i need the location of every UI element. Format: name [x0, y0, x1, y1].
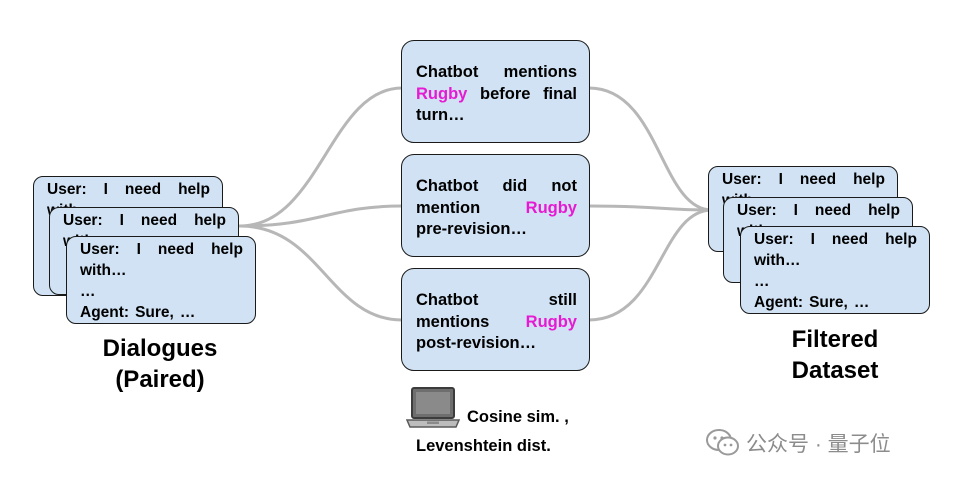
filter-line: mention Rugby — [416, 198, 577, 220]
word: I — [793, 202, 798, 219]
word: I — [103, 181, 108, 198]
word: Agent: — [80, 304, 130, 321]
word: Agent: — [754, 294, 804, 311]
word: help — [178, 181, 210, 198]
dataset-card-front: User: I need help with… … Agent: Sure, … — [740, 226, 930, 314]
keyword-highlight: Rugby — [525, 198, 577, 217]
word: … — [754, 273, 770, 290]
word: Sure, — [809, 294, 848, 311]
word: User: — [722, 171, 762, 188]
word: Chatbot — [416, 291, 479, 309]
card-line: User: I need help — [737, 200, 900, 221]
word: User: — [737, 202, 777, 219]
filtered-dataset-caption: Filtered Dataset — [735, 324, 935, 386]
word: … — [853, 294, 870, 311]
filter-line: Rugby before final — [416, 84, 577, 106]
word: with… — [80, 262, 127, 279]
filter-line: Chatbot mentions — [416, 62, 577, 84]
word: mention — [416, 198, 481, 217]
word: post-revision… — [416, 334, 537, 352]
metrics-line-1: Cosine sim. , — [467, 408, 569, 426]
card-line: User: I need help — [63, 210, 226, 231]
word: User: — [47, 181, 87, 198]
filter-box-post-revision: Chatbot still mentions Rugby post-revisi… — [401, 268, 590, 371]
word: User: — [754, 231, 794, 248]
word: … — [179, 304, 196, 321]
wechat-icon — [706, 429, 739, 456]
filter-line: Chatbot did not — [416, 176, 577, 198]
word: I — [778, 171, 783, 188]
word: need — [831, 231, 869, 248]
filter-line: mentions Rugby — [416, 312, 577, 334]
word: need — [124, 181, 162, 198]
word: help — [885, 231, 917, 248]
filter-box-before-final: Chatbot mentions Rugby before final turn… — [401, 40, 590, 143]
word: I — [119, 212, 124, 229]
keyword-highlight: Rugby — [525, 312, 577, 331]
word: help — [211, 241, 243, 258]
word: need — [799, 171, 837, 188]
word: need — [140, 212, 178, 229]
word: need — [157, 241, 195, 258]
card-line: with… — [80, 260, 243, 281]
watermark: 公众号 · 量子位 — [706, 428, 891, 458]
caption-line: Dataset — [791, 357, 879, 384]
caption-line: Filtered — [791, 326, 879, 353]
word: User: — [63, 212, 103, 229]
filter-box-pre-revision: Chatbot did not mention Rugby pre-revisi… — [401, 154, 590, 257]
word: need — [814, 202, 852, 219]
word: final — [543, 84, 577, 103]
card-line: User: I need help — [47, 179, 210, 200]
filter-line: post-revision… — [416, 333, 577, 355]
filter-line: Chatbot still — [416, 290, 577, 312]
laptop-icon — [406, 387, 460, 428]
caption-line: Dialogues — [102, 335, 218, 362]
wire-right-bottom — [587, 208, 714, 322]
word: mentions — [416, 312, 490, 331]
word: before — [479, 84, 531, 103]
caption-line: (Paired) — [115, 366, 205, 393]
word: still — [548, 291, 577, 309]
card-line: with… — [754, 250, 917, 271]
keyword-highlight: Rugby — [416, 84, 468, 103]
word: Sure, — [135, 304, 174, 321]
card-line: User: I need help — [722, 169, 885, 190]
word: I — [810, 231, 815, 248]
word: help — [868, 202, 900, 219]
word: … — [80, 283, 96, 300]
word: mentions — [503, 63, 577, 81]
filter-line: pre-revision… — [416, 219, 577, 241]
wire-left-mid — [238, 204, 404, 228]
word: I — [136, 241, 141, 258]
word: did — [502, 177, 528, 195]
word: User: — [80, 241, 120, 258]
word: Chatbot — [416, 63, 479, 81]
wire-left-bottom — [238, 224, 404, 322]
card-line: Agent: Sure, … — [80, 302, 243, 323]
card-line: Agent: Sure, … — [754, 292, 917, 313]
card-line: … — [754, 271, 917, 292]
card-line: User: I need help — [754, 229, 917, 250]
word: help — [194, 212, 226, 229]
word: pre-revision… — [416, 220, 527, 238]
word: with… — [754, 252, 801, 269]
word: turn… — [416, 106, 465, 124]
card-line: User: I need help — [80, 239, 243, 260]
filter-line: turn… — [416, 105, 577, 127]
word: Chatbot — [416, 177, 479, 195]
word: help — [853, 171, 885, 188]
watermark-text: 公众号 · 量子位 — [746, 433, 891, 456]
dialogues-caption: Dialogues (Paired) — [60, 333, 260, 395]
dialogue-card-front: User: I need help with… … Agent: Sure, … — [66, 236, 256, 324]
word: not — [551, 177, 577, 195]
wire-left-top — [238, 86, 404, 228]
wire-right-top — [587, 86, 714, 212]
metrics-line-2: Levenshtein dist. — [416, 437, 551, 455]
wire-right-mid — [587, 204, 714, 212]
card-line: … — [80, 281, 243, 302]
